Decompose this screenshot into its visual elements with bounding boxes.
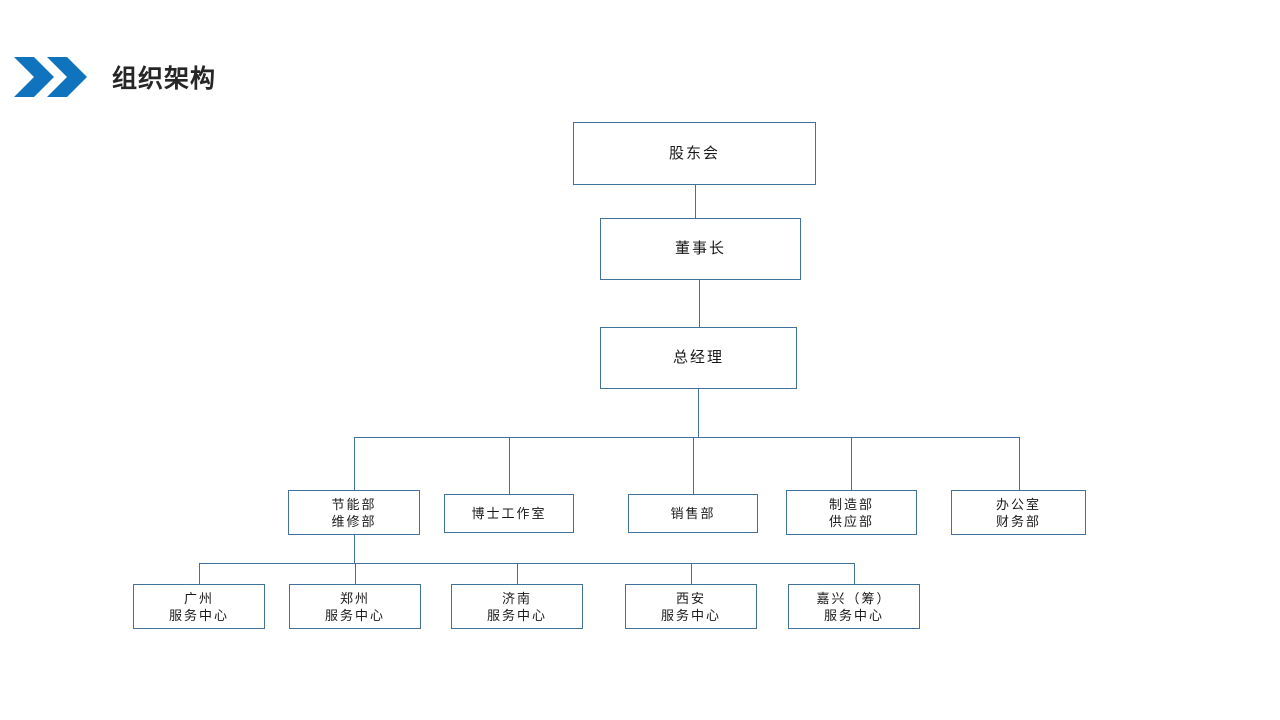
connector-bus-to-guangzhou: [199, 563, 200, 584]
connector-bus-to-sales: [693, 437, 694, 494]
org-node-center-xian[interactable]: 西安 服务中心: [625, 584, 757, 629]
org-node-label: 股东会: [668, 144, 720, 162]
double-chevron-right-icon: [14, 57, 88, 97]
org-node-center-guangzhou[interactable]: 广州 服务中心: [133, 584, 265, 629]
connector-bus-to-xian: [691, 563, 692, 584]
org-node-label: 西安 服务中心: [660, 590, 721, 623]
org-node-label: 办公室 财务部: [995, 496, 1041, 529]
page-title: 组织架构: [112, 65, 217, 93]
connector-bus-to-jiaxing: [854, 563, 855, 584]
org-node-chairman[interactable]: 董事长: [600, 218, 801, 280]
org-node-dept-sales[interactable]: 销售部: [628, 494, 758, 533]
org-node-label: 董事长: [674, 240, 726, 257]
org-node-label: 销售部: [670, 506, 716, 521]
org-node-dept-energy-maintenance[interactable]: 节能部 维修部: [288, 490, 420, 535]
connector-energy-to-center-bus: [354, 535, 355, 563]
connector-chairman-to-gm: [699, 280, 700, 327]
org-node-label: 郑州 服务中心: [324, 590, 385, 623]
slide-header: 组织架构: [0, 0, 1280, 120]
connector-bus-to-office: [1019, 437, 1020, 490]
org-node-label: 广州 服务中心: [168, 590, 229, 623]
org-node-dept-doctoral-studio[interactable]: 博士工作室: [444, 494, 574, 533]
connector-bus-to-zhengzhou: [355, 563, 356, 584]
connector-gm-to-bus: [698, 389, 699, 437]
org-node-label: 节能部 维修部: [331, 496, 377, 529]
connector-bus-to-manufacturing: [851, 437, 852, 490]
connector-bus-to-jinan: [517, 563, 518, 584]
org-node-label: 总经理: [672, 349, 724, 366]
connector-shareholders-to-chairman: [695, 185, 696, 218]
org-node-dept-manufacturing-supply[interactable]: 制造部 供应部: [786, 490, 917, 535]
org-node-general-manager[interactable]: 总经理: [600, 327, 797, 389]
org-node-center-jinan[interactable]: 济南 服务中心: [451, 584, 583, 629]
org-node-dept-office-finance[interactable]: 办公室 财务部: [951, 490, 1086, 535]
org-node-shareholders[interactable]: 股东会: [573, 122, 816, 185]
connector-bus-to-energy: [354, 437, 355, 490]
org-node-center-zhengzhou[interactable]: 郑州 服务中心: [289, 584, 421, 629]
connector-bus-to-studio: [509, 437, 510, 494]
org-node-label: 嘉兴（筹） 服务中心: [816, 590, 892, 623]
connector-dept-bus: [354, 437, 1020, 438]
org-node-center-jiaxing[interactable]: 嘉兴（筹） 服务中心: [788, 584, 920, 629]
connector-center-bus: [199, 563, 855, 564]
org-node-label: 博士工作室: [471, 506, 547, 521]
org-node-label: 济南 服务中心: [486, 590, 547, 623]
org-node-label: 制造部 供应部: [828, 496, 874, 529]
